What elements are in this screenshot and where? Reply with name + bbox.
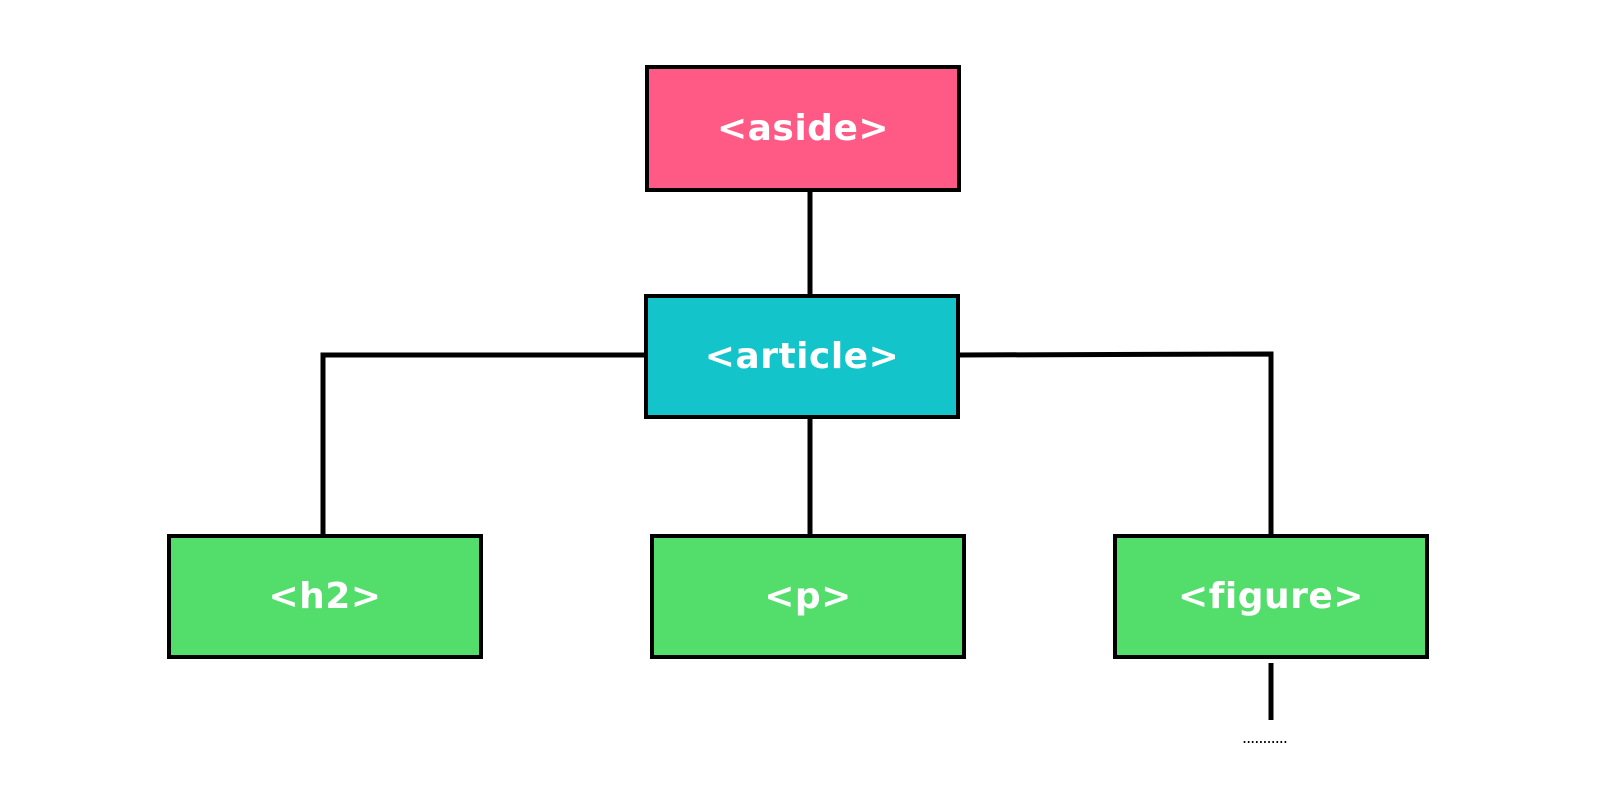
- node-article-label: <article>: [704, 336, 900, 377]
- node-p-label: <p>: [764, 576, 852, 617]
- node-aside: <aside>: [645, 65, 961, 192]
- node-figure: <figure>: [1113, 534, 1429, 659]
- edge-article-figure: [957, 351, 1274, 534]
- continuation-dots: ...........: [1242, 728, 1288, 747]
- node-p: <p>: [650, 534, 966, 659]
- node-figure-label: <figure>: [1178, 576, 1364, 617]
- node-article: <article>: [644, 294, 960, 419]
- edge-article-h2: [320, 352, 646, 534]
- node-h2: <h2>: [167, 534, 483, 659]
- node-h2-label: <h2>: [268, 576, 382, 617]
- node-aside-label: <aside>: [716, 108, 890, 149]
